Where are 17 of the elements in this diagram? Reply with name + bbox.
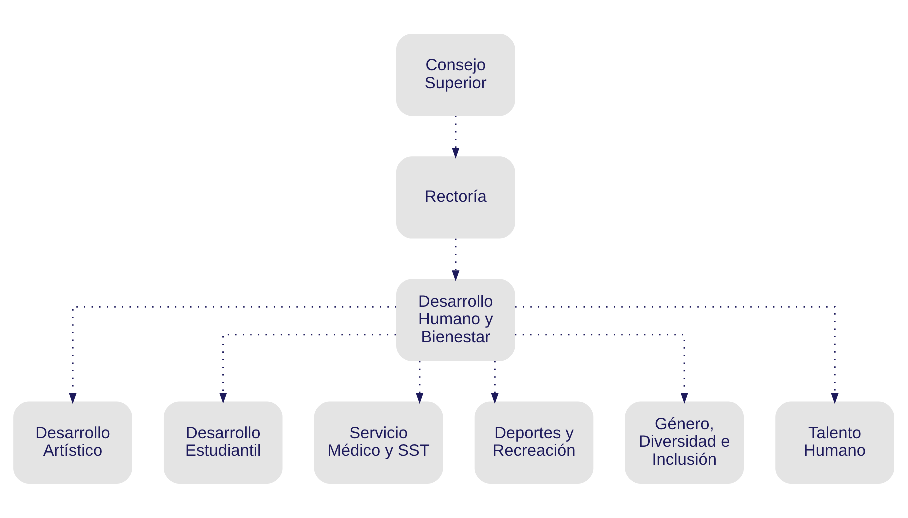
arrow <box>452 116 460 159</box>
arrow <box>220 334 396 404</box>
arrow <box>69 306 396 404</box>
arrow <box>516 306 839 404</box>
node-box: Talento Humano <box>776 402 894 484</box>
node-box: Desarrollo Artístico <box>14 402 132 484</box>
node-box: Consejo Superior <box>396 34 516 116</box>
arrow <box>491 361 499 404</box>
node-box: Rectoría <box>396 156 516 239</box>
arrow <box>515 334 688 404</box>
arrow <box>416 361 424 404</box>
node-box: Género, Diversidad e Inclusión <box>625 402 744 484</box>
node-box: Desarrollo Estudiantil <box>164 402 283 484</box>
arrow <box>452 238 460 282</box>
node-box: Deportes y Recreación <box>474 402 594 484</box>
node-box: Desarrollo Humano y Bienestar <box>396 279 516 362</box>
node-box: Servicio Médico y SST <box>314 402 444 484</box>
